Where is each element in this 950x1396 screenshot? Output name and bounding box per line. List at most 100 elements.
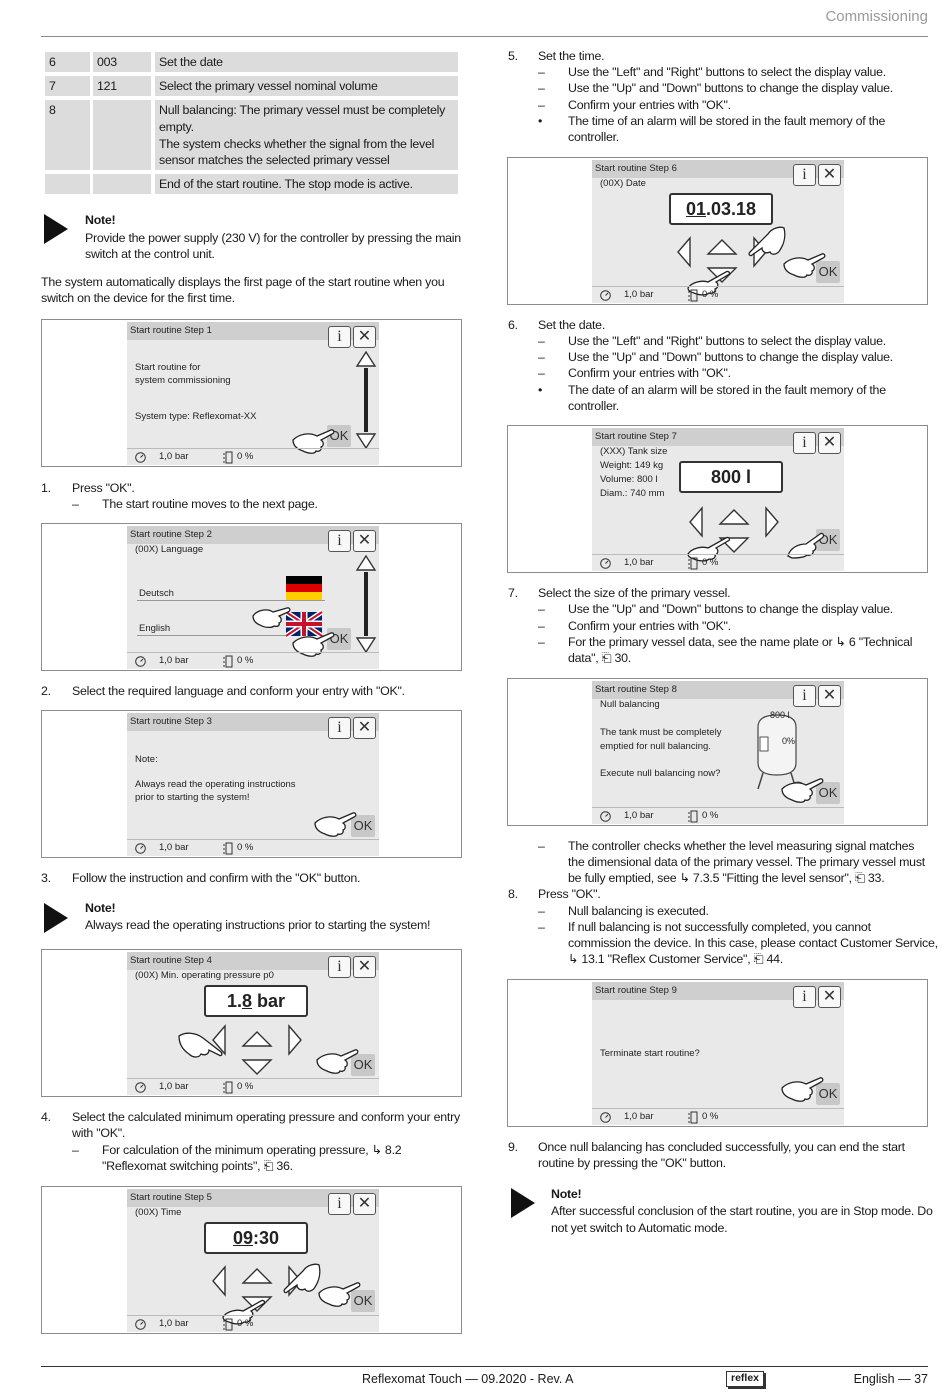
table-cell: Set the date xyxy=(155,52,458,72)
hand-pointer-icon xyxy=(783,253,826,278)
language-option-english[interactable]: English xyxy=(139,623,171,634)
info-button[interactable]: i xyxy=(328,530,351,552)
touch-screen: Start routine Step 6 i ✕ (00X) Date 01.0… xyxy=(592,160,844,303)
info-button[interactable]: i xyxy=(793,432,816,454)
list-marker: – xyxy=(538,334,545,348)
level-gauge-icon xyxy=(688,1111,698,1124)
close-button[interactable]: ✕ xyxy=(353,530,376,552)
note-text: not yet switch to Automatic mode. xyxy=(551,1221,728,1235)
list-item: Use the "Up" and "Down" buttons to chang… xyxy=(568,350,893,364)
info-button[interactable]: i xyxy=(328,326,351,348)
close-button[interactable]: ✕ xyxy=(353,1193,376,1215)
level-value: 0 % xyxy=(702,1111,719,1122)
arrow-keypad-icon[interactable] xyxy=(211,1024,302,1080)
cross-reference-link[interactable]: For calculation of the minimum operating… xyxy=(102,1143,402,1157)
info-button[interactable]: i xyxy=(793,164,816,186)
pressure-value: 1,0 bar xyxy=(624,557,654,568)
arrow-keypad-icon[interactable] xyxy=(688,506,779,562)
cross-reference-link[interactable]: be fully emptied, see ↳ 7.3.5 "Fitting t… xyxy=(568,871,885,885)
list-marker: – xyxy=(538,602,545,616)
note-arrow-icon xyxy=(511,1188,535,1218)
language-option-deutsch[interactable]: Deutsch xyxy=(139,588,174,599)
paragraph-line: The controller checks whether the level … xyxy=(568,839,915,853)
pressure-gauge-icon xyxy=(600,1112,611,1123)
screen-figure-step6: Start routine Step 6 i ✕ (00X) Date 01.0… xyxy=(507,157,928,305)
level-value: 0 % xyxy=(702,810,719,821)
footer-divider xyxy=(41,1366,928,1367)
list-item: If null balancing is not successfully co… xyxy=(568,920,871,934)
pressure-value: 1,0 bar xyxy=(159,842,189,853)
ok-button[interactable]: OK xyxy=(351,815,375,837)
screen-title: Start routine Step 9 xyxy=(592,982,844,1000)
cross-reference-link[interactable]: ↳ 13.1 "Reflex Customer Service", ⎗ 44. xyxy=(568,952,783,966)
scroll-arrows-icon[interactable] xyxy=(355,554,377,654)
ok-button[interactable]: OK xyxy=(351,1054,375,1076)
list-marker: • xyxy=(538,383,543,397)
list-item: Confirm your entries with "OK". xyxy=(568,98,731,112)
ok-button[interactable]: OK xyxy=(351,1290,375,1312)
step-text: Press "OK". xyxy=(538,887,601,901)
step-number: 2. xyxy=(41,684,51,698)
touch-screen: Start routine Step 8 i ✕ Null balancing … xyxy=(592,681,844,824)
step-number: 1. xyxy=(41,481,51,495)
level-value: 0 % xyxy=(702,289,719,300)
hand-pointer-icon xyxy=(292,632,335,657)
close-button[interactable]: ✕ xyxy=(353,956,376,978)
list-marker: – xyxy=(538,98,545,112)
dash-marker: – xyxy=(72,1143,79,1157)
table-cell xyxy=(93,100,151,170)
hand-pointer-icon xyxy=(687,270,731,296)
hand-pointer-icon xyxy=(318,1282,361,1307)
info-button[interactable]: i xyxy=(793,986,816,1008)
close-button[interactable]: ✕ xyxy=(353,326,376,348)
list-item: Use the "Left" and "Right" buttons to se… xyxy=(568,65,886,79)
table-cell-line: Null balancing: The primary vessel must … xyxy=(159,103,446,117)
list-marker: – xyxy=(538,350,545,364)
note-title: Note! xyxy=(85,901,116,915)
screen-figure-step4: Start routine Step 4 i ✕ (00X) Min. oper… xyxy=(41,949,462,1097)
screen-figure-step8: Start routine Step 8 i ✕ Null balancing … xyxy=(507,678,928,826)
option-divider xyxy=(137,635,325,636)
screen-figure-step7: Start routine Step 7 i ✕ (XXX) Tank size… xyxy=(507,425,928,573)
ok-button[interactable]: OK xyxy=(816,782,840,804)
value-selected-digit: 01 xyxy=(685,199,706,219)
table-cell xyxy=(45,174,90,194)
close-button[interactable]: ✕ xyxy=(818,685,841,707)
close-button[interactable]: ✕ xyxy=(818,986,841,1008)
value-selected-digit: 09 xyxy=(232,1228,253,1248)
close-button[interactable]: ✕ xyxy=(353,717,376,739)
screen-figure-step3: Start routine Step 3 i ✕ Note: Always re… xyxy=(41,710,462,858)
screen-figure-step9: Start routine Step 9 i ✕ Terminate start… xyxy=(507,979,928,1127)
info-button[interactable]: i xyxy=(328,717,351,739)
list-marker: – xyxy=(538,366,545,380)
touch-screen: Start routine Step 1 i ✕ Start routine f… xyxy=(127,322,379,465)
level-value: 0 % xyxy=(237,1318,254,1329)
list-item: commission the device. In this case, ple… xyxy=(568,936,938,950)
screen-text: Always read the operating instructions xyxy=(135,779,296,790)
list-item: The date of an alarm will be stored in t… xyxy=(568,383,886,397)
note-text: Provide the power supply (230 V) for the… xyxy=(85,231,461,245)
cross-reference-link[interactable]: For the primary vessel data, see the nam… xyxy=(568,635,913,649)
level-gauge-icon xyxy=(223,451,233,464)
list-item: Use the "Up" and "Down" buttons to chang… xyxy=(568,602,893,616)
ok-button[interactable]: OK xyxy=(816,261,840,283)
page-number: English — 37 xyxy=(853,1372,928,1386)
value-part: .03.18 xyxy=(705,199,757,219)
cross-reference-link[interactable]: data", ⎗ 30. xyxy=(568,651,631,665)
info-button[interactable]: i xyxy=(328,1193,351,1215)
pressure-value: 1,0 bar xyxy=(624,289,654,300)
ok-button[interactable]: OK xyxy=(816,1083,840,1105)
step-text: Follow the instruction and confirm with … xyxy=(72,871,361,885)
step-number: 5. xyxy=(508,49,518,63)
close-button[interactable]: ✕ xyxy=(818,164,841,186)
screen-title: Start routine Step 5 xyxy=(127,1189,379,1207)
info-button[interactable]: i xyxy=(793,685,816,707)
list-item: The time of an alarm will be stored in t… xyxy=(568,114,886,128)
status-bar: 1,0 bar 0 % xyxy=(127,1315,379,1332)
table-cell: Null balancing: The primary vessel must … xyxy=(155,100,458,170)
scroll-arrows-icon[interactable] xyxy=(355,350,377,450)
info-button[interactable]: i xyxy=(328,956,351,978)
close-button[interactable]: ✕ xyxy=(818,432,841,454)
cross-reference-link[interactable]: "Reflexomat switching points", ⎗ 36. xyxy=(102,1159,293,1173)
pressure-gauge-icon xyxy=(135,843,146,854)
